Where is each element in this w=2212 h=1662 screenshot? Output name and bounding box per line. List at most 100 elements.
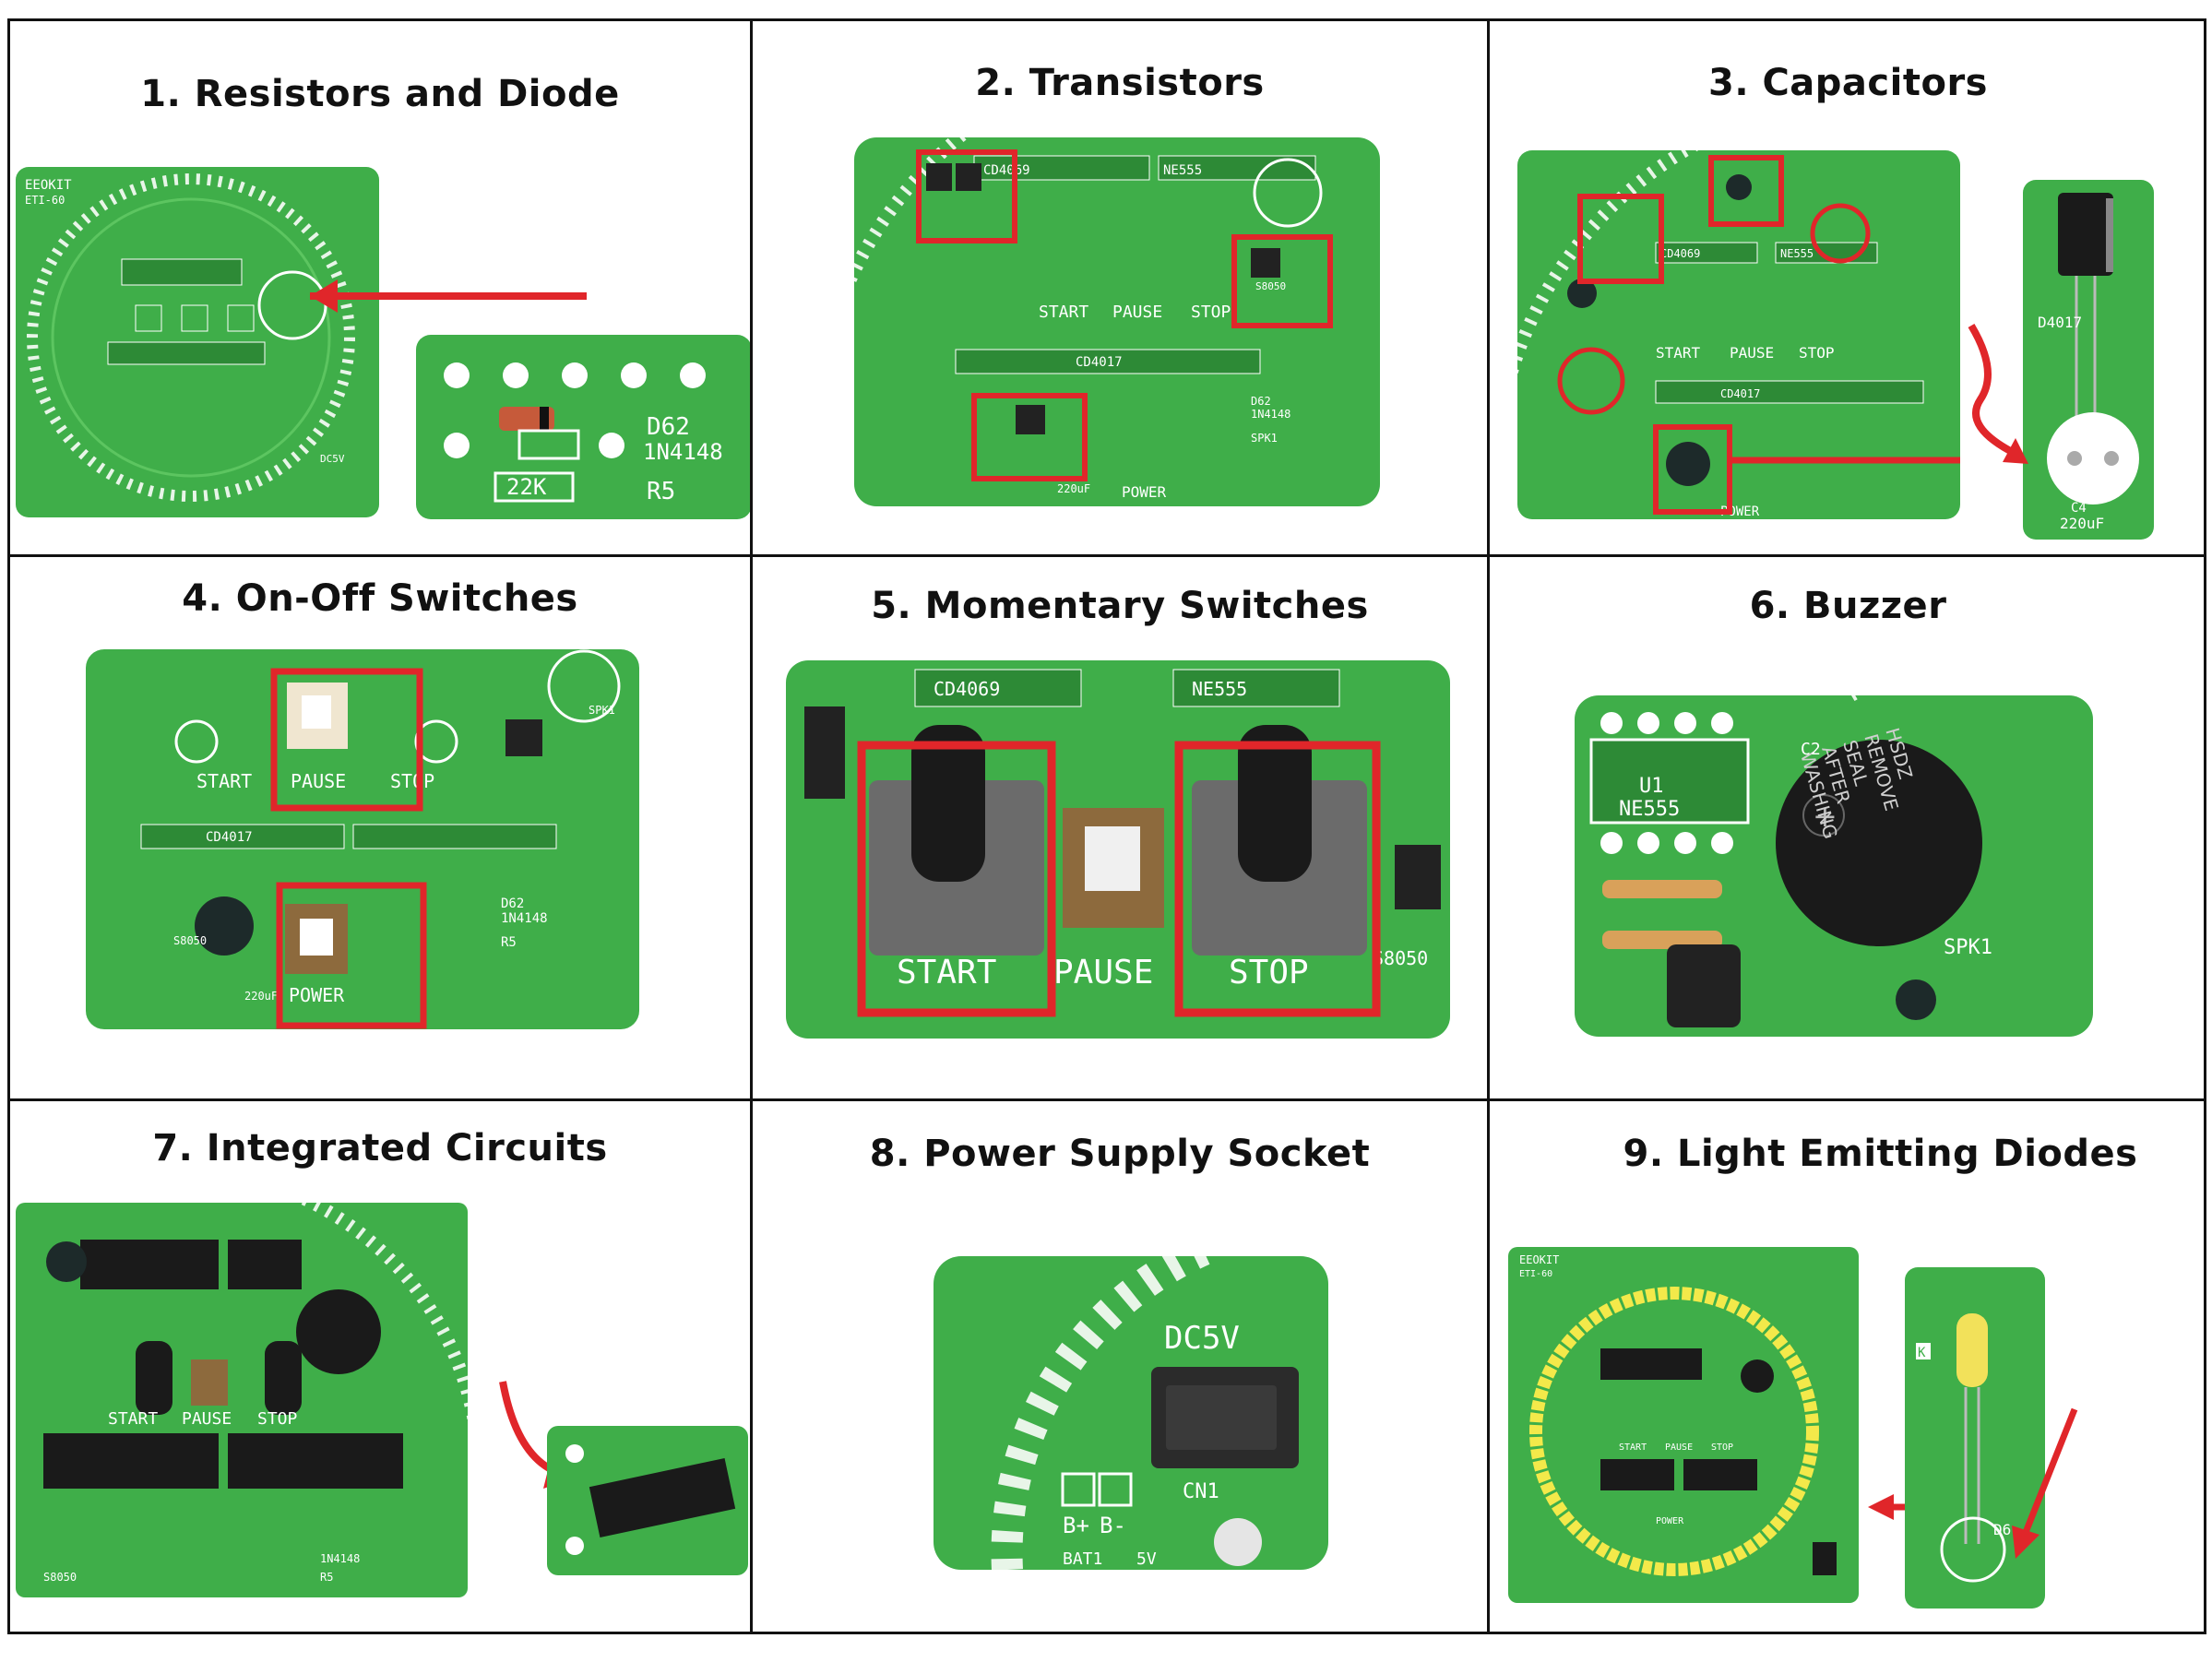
pcb-label: BAT1 bbox=[1063, 1549, 1102, 1569]
cell-title: 8. Power Supply Socket bbox=[869, 1133, 1371, 1175]
pcb-label: B- bbox=[1100, 1513, 1126, 1538]
brand-label: EEOKIT bbox=[25, 178, 72, 193]
pcb-photo: DC5V CN1 B+ B- BAT1 5V bbox=[934, 1256, 1328, 1570]
diode-ref-label: D62 bbox=[647, 413, 690, 441]
pcb-label: DC5V bbox=[320, 453, 345, 465]
plus-icon: + bbox=[1813, 799, 1837, 834]
highlight-circle bbox=[1810, 203, 1871, 264]
cell-title: 4. On-Off Switches bbox=[182, 577, 578, 620]
pcb-photo: EEOKIT ETI-60 DC5V bbox=[16, 167, 379, 517]
pcb-label: STOP bbox=[1799, 344, 1835, 362]
highlight-box bbox=[1653, 424, 1732, 515]
pcb-label: POWER bbox=[1122, 483, 1167, 501]
cell-light-emitting-diodes: 9. Light Emitting Diodes EEOKIT ETI-60 S… bbox=[1490, 1101, 2206, 1634]
pcb-label: 220uF bbox=[244, 990, 278, 1003]
pcb-label: CD4069 bbox=[983, 163, 1030, 178]
pcb-label: NE555 bbox=[1192, 678, 1247, 700]
cell-integrated-circuits: 7. Integrated Circuits START PAUSE STOP … bbox=[10, 1101, 750, 1634]
pcb-label: START bbox=[897, 954, 996, 991]
pcb-label: SPK1 bbox=[1251, 432, 1278, 445]
led-closeup: K D6 bbox=[1905, 1267, 2045, 1609]
pcb-label: PAUSE bbox=[1665, 1442, 1693, 1453]
cell-title: 9. Light Emitting Diodes bbox=[1623, 1133, 2138, 1175]
pcb-label: R5 bbox=[501, 935, 517, 950]
pcb-label: START bbox=[108, 1409, 158, 1429]
cell-title: 2. Transistors bbox=[975, 62, 1265, 104]
pcb-label: EEOKIT bbox=[1519, 1253, 1559, 1266]
pcb-label: STOP bbox=[1711, 1442, 1733, 1453]
pcb-label: PAUSE bbox=[1053, 954, 1153, 991]
pcb-label: 1N4148 bbox=[1251, 408, 1290, 421]
pcb-label: K bbox=[1918, 1346, 1926, 1360]
cell-title: 7. Integrated Circuits bbox=[152, 1127, 608, 1169]
curved-arrow-icon bbox=[1968, 323, 2028, 464]
cell-momentary-switches: 5. Momentary Switches CD4069 NE555 START… bbox=[753, 557, 1487, 1098]
cell-title: 1. Resistors and Diode bbox=[140, 73, 620, 115]
diode-closeup: 22K D62 1N4148 R5 bbox=[416, 335, 750, 519]
highlight-box bbox=[916, 149, 1017, 243]
pcb-label: START bbox=[1656, 344, 1701, 362]
cell-buzzer: 6. Buzzer + HSDZ REMOVE SEAL AFTER WASHI… bbox=[1490, 557, 2206, 1098]
pcb-label: C2 bbox=[1801, 740, 1821, 759]
pcb-photo: CD4069 NE555 START PAUSE STOP CD4017 POW… bbox=[1517, 150, 1960, 519]
pcb-label: STOP bbox=[1191, 303, 1231, 322]
pcb-label: D6 bbox=[1993, 1521, 2011, 1538]
pcb-label: PAUSE bbox=[1730, 344, 1774, 362]
pcb-label: S8050 bbox=[43, 1571, 77, 1584]
pcb-label: STOP bbox=[390, 770, 434, 792]
highlight-box bbox=[270, 668, 423, 812]
grid-divider bbox=[10, 1098, 2204, 1101]
pcb-photo: START PAUSE STOP CD4017 POWER S8050 220u… bbox=[86, 649, 639, 1029]
diode-type-label: 1N4148 bbox=[643, 439, 723, 465]
arrow-icon bbox=[2012, 1407, 2078, 1559]
pcb-label: S8050 bbox=[1255, 280, 1286, 292]
cell-transistors: 2. Transistors CD4069 NE555 START PAUSE … bbox=[753, 21, 1487, 554]
resistor-ref-label: R5 bbox=[647, 478, 675, 505]
arrow-icon bbox=[310, 279, 587, 313]
pcb-label: C4 bbox=[2071, 501, 2087, 516]
pcb-label: POWER bbox=[289, 984, 345, 1006]
pcb-label: PAUSE bbox=[182, 1409, 232, 1429]
pcb-label: CD4069 bbox=[934, 678, 1000, 700]
pcb-label: START bbox=[1039, 303, 1088, 322]
pcb-label: NE555 bbox=[1163, 163, 1202, 178]
grid-divider bbox=[10, 554, 2204, 557]
pcb-label: D62 bbox=[1251, 395, 1271, 408]
cell-resistors-diode: 1. Resistors and Diode EEOKIT ETI-60 DC5… bbox=[10, 21, 750, 554]
pcb-photo: + HSDZ REMOVE SEAL AFTER WASHING U1 NE55… bbox=[1575, 695, 2093, 1037]
pcb-label: PAUSE bbox=[1112, 303, 1162, 322]
highlight-box bbox=[1708, 155, 1784, 227]
pcb-label: STOP bbox=[257, 1409, 298, 1429]
cell-title: 3. Capacitors bbox=[1708, 62, 1988, 104]
pcb-label: STOP bbox=[1229, 954, 1309, 991]
component-grid: 1. Resistors and Diode EEOKIT ETI-60 DC5… bbox=[7, 18, 2206, 1634]
pcb-label: CD4017 bbox=[1720, 387, 1760, 400]
pcb-photo: EEOKIT ETI-60 START PAUSE STOP POWER bbox=[1508, 1247, 1859, 1603]
pcb-label: POWER bbox=[1656, 1516, 1684, 1526]
pcb-label: B+ bbox=[1063, 1513, 1089, 1538]
pcb-label: 220uF bbox=[1057, 482, 1090, 495]
pcb-label: SPK1 bbox=[1944, 936, 1992, 959]
capacitor-closeup: D4017 220uF C4 bbox=[2023, 180, 2154, 540]
pcb-photo: CD4069 NE555 START PAUSE STOP CD4017 POW… bbox=[854, 137, 1380, 506]
pcb-label: CN1 bbox=[1183, 1480, 1219, 1503]
pcb-label: D4017 bbox=[2038, 314, 2082, 331]
highlight-box bbox=[1174, 741, 1381, 1017]
highlight-box bbox=[971, 393, 1088, 481]
pcb-label: START bbox=[196, 770, 252, 792]
pcb-label: NE555 bbox=[1619, 798, 1680, 821]
cell-title: 6. Buzzer bbox=[1749, 585, 1947, 627]
resistor-value-label: 22K bbox=[506, 474, 547, 500]
cell-title: 5. Momentary Switches bbox=[871, 585, 1369, 627]
pcb-label: D62 bbox=[501, 896, 524, 911]
cell-onoff-switches: 4. On-Off Switches START PAUSE STOP CD40… bbox=[10, 557, 750, 1098]
cell-capacitors: 3. Capacitors CD4069 NE555 START PAUSE S… bbox=[1490, 21, 2206, 554]
pcb-label: S8050 bbox=[1373, 947, 1428, 969]
grid-divider bbox=[1487, 21, 1490, 1632]
highlight-box bbox=[276, 882, 427, 1029]
pcb-label: 1N4148 bbox=[320, 1552, 360, 1565]
pcb-label: 220uF bbox=[2060, 515, 2104, 532]
highlight-box bbox=[1577, 194, 1664, 284]
pcb-label: 1N4148 bbox=[501, 911, 548, 926]
pcb-label: NE555 bbox=[1780, 247, 1814, 260]
